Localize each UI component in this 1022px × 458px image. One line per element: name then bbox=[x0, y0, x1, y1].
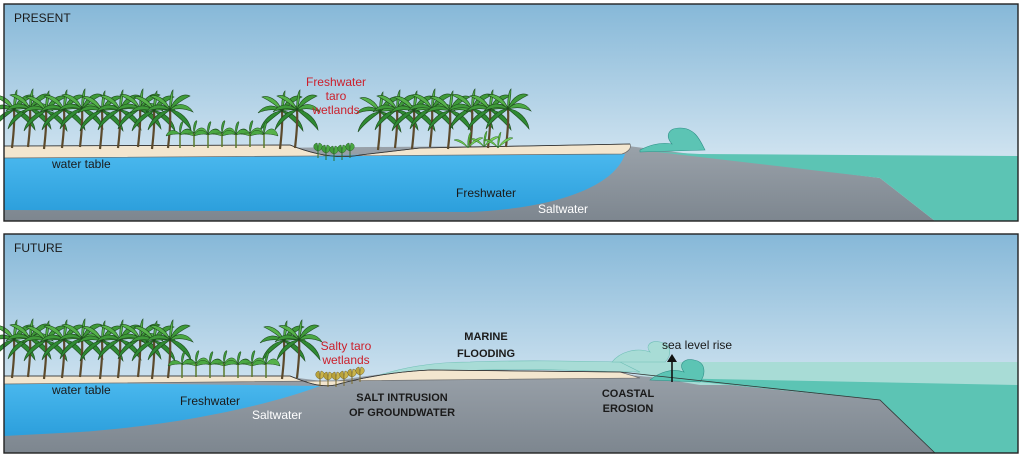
salt-intrusion-label-line2: OF GROUNDWATER bbox=[349, 407, 455, 419]
present-panel-frame bbox=[3, 3, 1019, 222]
present-water-table-label: water table bbox=[51, 157, 111, 171]
future-panel-title: FUTURE bbox=[14, 241, 63, 255]
future-saltwater-label: Saltwater bbox=[252, 408, 302, 422]
present-ocean bbox=[640, 150, 1018, 221]
future-water-table-label: water table bbox=[51, 383, 111, 397]
present-panel-title: PRESENT bbox=[14, 11, 71, 25]
present-wetlands-label-line3: wetlands bbox=[311, 103, 359, 117]
marine-flooding-label-line2: FLOODING bbox=[457, 348, 515, 360]
future-upper-wave bbox=[611, 341, 670, 363]
future-freshwater-lens bbox=[4, 382, 320, 436]
sea-level-rise-arrow bbox=[667, 354, 677, 382]
present-panel: PRESENT Freshwater taro wetlands water t… bbox=[0, 3, 1019, 222]
present-freshwater-label: Freshwater bbox=[456, 186, 516, 200]
salt-intrusion-label-line1: SALT INTRUSION bbox=[356, 392, 448, 404]
present-wetlands-label-line1: Freshwater bbox=[306, 75, 366, 89]
marine-flooding-label-line1: MARINE bbox=[464, 331, 507, 343]
present-freshwater-lens bbox=[4, 154, 625, 212]
coastal-erosion-label-line1: COASTAL bbox=[602, 388, 655, 400]
future-freshwater-label: Freshwater bbox=[180, 394, 240, 408]
future-ocean bbox=[660, 378, 1018, 453]
present-wetlands-label-line2: taro bbox=[326, 89, 347, 103]
present-saltwater-label: Saltwater bbox=[538, 202, 588, 216]
future-wetlands-label-line2: wetlands bbox=[321, 353, 369, 367]
future-panel: FUTURE Salty taro wetlands MARINE FLOODI… bbox=[0, 233, 1019, 454]
coastal-erosion-label-line2: EROSION bbox=[603, 403, 654, 415]
future-panel-frame bbox=[3, 233, 1019, 454]
sea-level-rise-label: sea level rise bbox=[662, 338, 732, 352]
future-wetlands-label-line1: Salty taro bbox=[321, 339, 372, 353]
present-wave bbox=[639, 127, 706, 153]
